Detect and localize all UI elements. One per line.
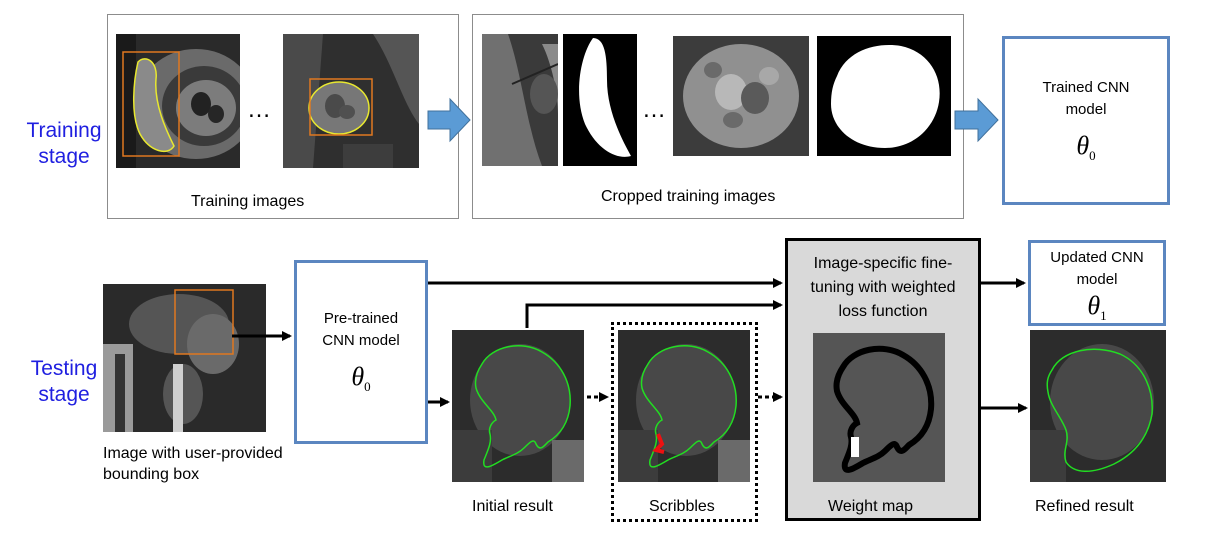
trained-cnn-model-theta: θ0 — [1076, 131, 1095, 164]
testing-input-caption: Image with user-provided bounding box — [103, 443, 283, 485]
training-image-brain — [283, 34, 419, 168]
weight-map-caption: Weight map — [828, 498, 914, 515]
refined-result-caption: Refined result — [1035, 498, 1134, 515]
theta-subscript: 0 — [364, 379, 371, 395]
updated-cnn-model-line1: Updated CNN — [1050, 249, 1144, 266]
finetune-title-line2: tuning with weighted — [810, 279, 956, 296]
theta-symbol: θ — [1076, 130, 1090, 160]
trained-cnn-model-box: Trained CNN model θ0 — [1002, 36, 1170, 205]
testing-stage-label-line1: Testing — [30, 357, 98, 380]
training-images-caption: Training images — [191, 193, 305, 210]
updated-cnn-model-line2: model — [1076, 271, 1118, 288]
scribbles-image — [618, 330, 750, 482]
training-ellipsis-1: … — [247, 96, 271, 123]
pretrained-cnn-model-line1: Pre-trained — [323, 310, 399, 328]
updated-cnn-model-theta: θ1 — [1087, 291, 1106, 324]
cropped-ellipsis: … — [642, 96, 666, 123]
initial-result-caption: Initial result — [472, 498, 553, 515]
testing-input-image — [103, 284, 266, 432]
theta-subscript: 0 — [1089, 148, 1096, 164]
cropped-training-images-caption: Cropped training images — [601, 188, 776, 205]
trained-cnn-model-line1: Trained CNN — [1042, 78, 1130, 96]
theta-symbol: θ — [1087, 291, 1101, 320]
pretrained-cnn-model-line2: CNN model — [322, 332, 400, 350]
testing-stage-label-line2: stage — [38, 383, 90, 406]
training-stage-label-line1: Training — [26, 119, 102, 142]
pretrained-cnn-model-box: Pre-trained CNN model θ0 — [294, 260, 428, 444]
finetune-title: Image-specific fine- tuning with weighte… — [788, 252, 978, 324]
theta-subscript: 1 — [1100, 308, 1107, 324]
initial-result-image — [452, 330, 584, 482]
pretrained-cnn-model-theta: θ0 — [351, 362, 370, 395]
finetune-title-line3: loss function — [838, 303, 928, 320]
trained-cnn-model-line2: model — [1065, 100, 1107, 118]
theta-symbol: θ — [351, 362, 365, 392]
training-stage-label-line2: stage — [38, 145, 90, 168]
weight-map-image — [813, 333, 945, 482]
training-image-placenta — [116, 34, 240, 168]
scribbles-caption: Scribbles — [649, 498, 715, 515]
testing-input-caption-line1: Image with user-provided — [103, 445, 283, 462]
updated-cnn-model-box: Updated CNN model θ1 — [1028, 240, 1166, 326]
cropped-image-brain — [673, 36, 809, 156]
testing-input-caption-line2: bounding box — [103, 466, 200, 483]
training-stage-label: Training stage — [14, 118, 114, 170]
cropped-mask-brain — [817, 36, 951, 156]
finetune-title-line1: Image-specific fine- — [813, 255, 953, 272]
refined-result-image — [1030, 330, 1166, 482]
testing-stage-label: Testing stage — [14, 356, 114, 408]
cropped-mask-placenta — [563, 34, 637, 166]
cropped-image-placenta — [482, 34, 558, 166]
